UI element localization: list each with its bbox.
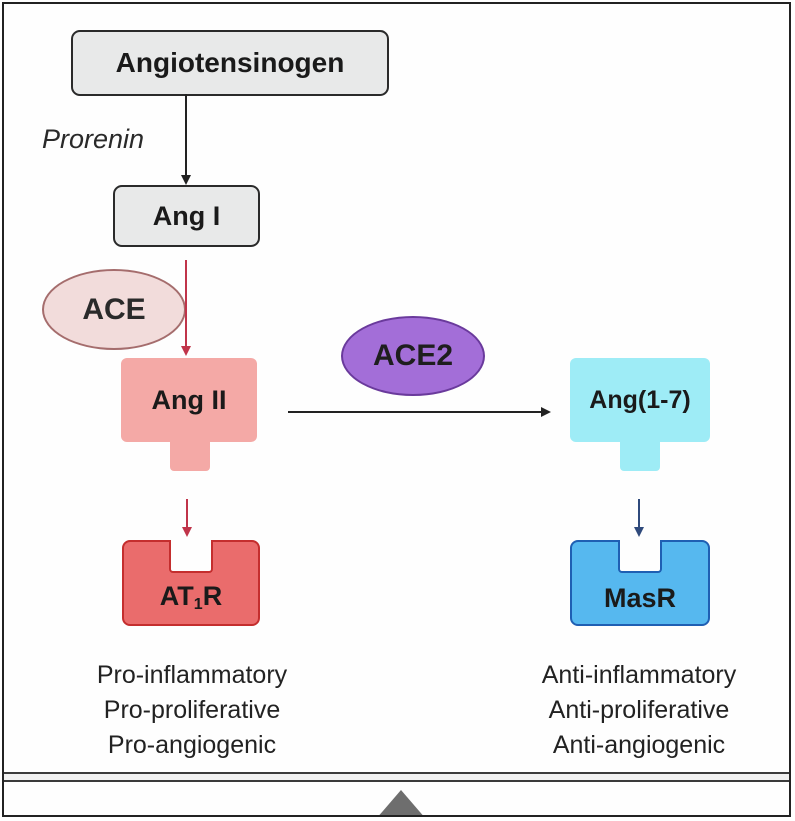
at1r-label-suffix: R: [202, 581, 223, 611]
ang1-label: Ang I: [152, 200, 221, 231]
pro-effects-list: Pro-inflammatory Pro-proliferative Pro-a…: [42, 658, 342, 763]
angiotensinogen-box: Angiotensinogen: [71, 30, 389, 96]
prorenin-label: Prorenin: [42, 124, 145, 154]
angiotensinogen-label: Angiotensinogen: [115, 47, 345, 78]
ang1-box: Ang I: [113, 185, 260, 247]
masr-label: MasR: [603, 583, 677, 613]
ace-label: ACE: [82, 292, 146, 326]
at1r-label-subscript: 1: [193, 596, 203, 613]
ang17-ligand-stem: [620, 440, 660, 471]
at1r-label-prefix: AT: [159, 581, 194, 611]
anti-effect-item: Anti-angiogenic: [552, 731, 726, 759]
arrows-layer: [181, 94, 644, 815]
ang2-ligand: Ang II: [121, 358, 257, 442]
ace-enzyme: ACE: [42, 269, 186, 350]
masr-receptor: MasR: [570, 540, 710, 626]
ace2-enzyme: ACE2: [341, 316, 485, 396]
at1r-label: AT1R: [160, 581, 222, 614]
ang17-label: Ang(1-7): [589, 385, 691, 414]
ace2-label: ACE2: [372, 339, 454, 372]
anti-effects-list: Anti-inflammatory Anti-proliferative Ant…: [489, 658, 789, 763]
pro-effect-item: Pro-proliferative: [103, 696, 281, 724]
balance-beam: [4, 772, 789, 782]
masr-binding-notch: [618, 540, 662, 573]
at1r-binding-notch: [169, 540, 213, 573]
ang2-label: Ang II: [151, 384, 227, 415]
anti-effect-item: Anti-inflammatory: [541, 661, 737, 689]
at1r-receptor: AT1R: [122, 540, 260, 626]
pro-effect-item: Pro-inflammatory: [96, 661, 288, 689]
pro-effect-item: Pro-angiogenic: [107, 731, 277, 759]
ang17-ligand: Ang(1-7): [570, 358, 710, 442]
anti-effect-item: Anti-proliferative: [548, 696, 730, 724]
ang2-ligand-stem: [170, 440, 210, 471]
balance-fulcrum: [379, 790, 423, 815]
